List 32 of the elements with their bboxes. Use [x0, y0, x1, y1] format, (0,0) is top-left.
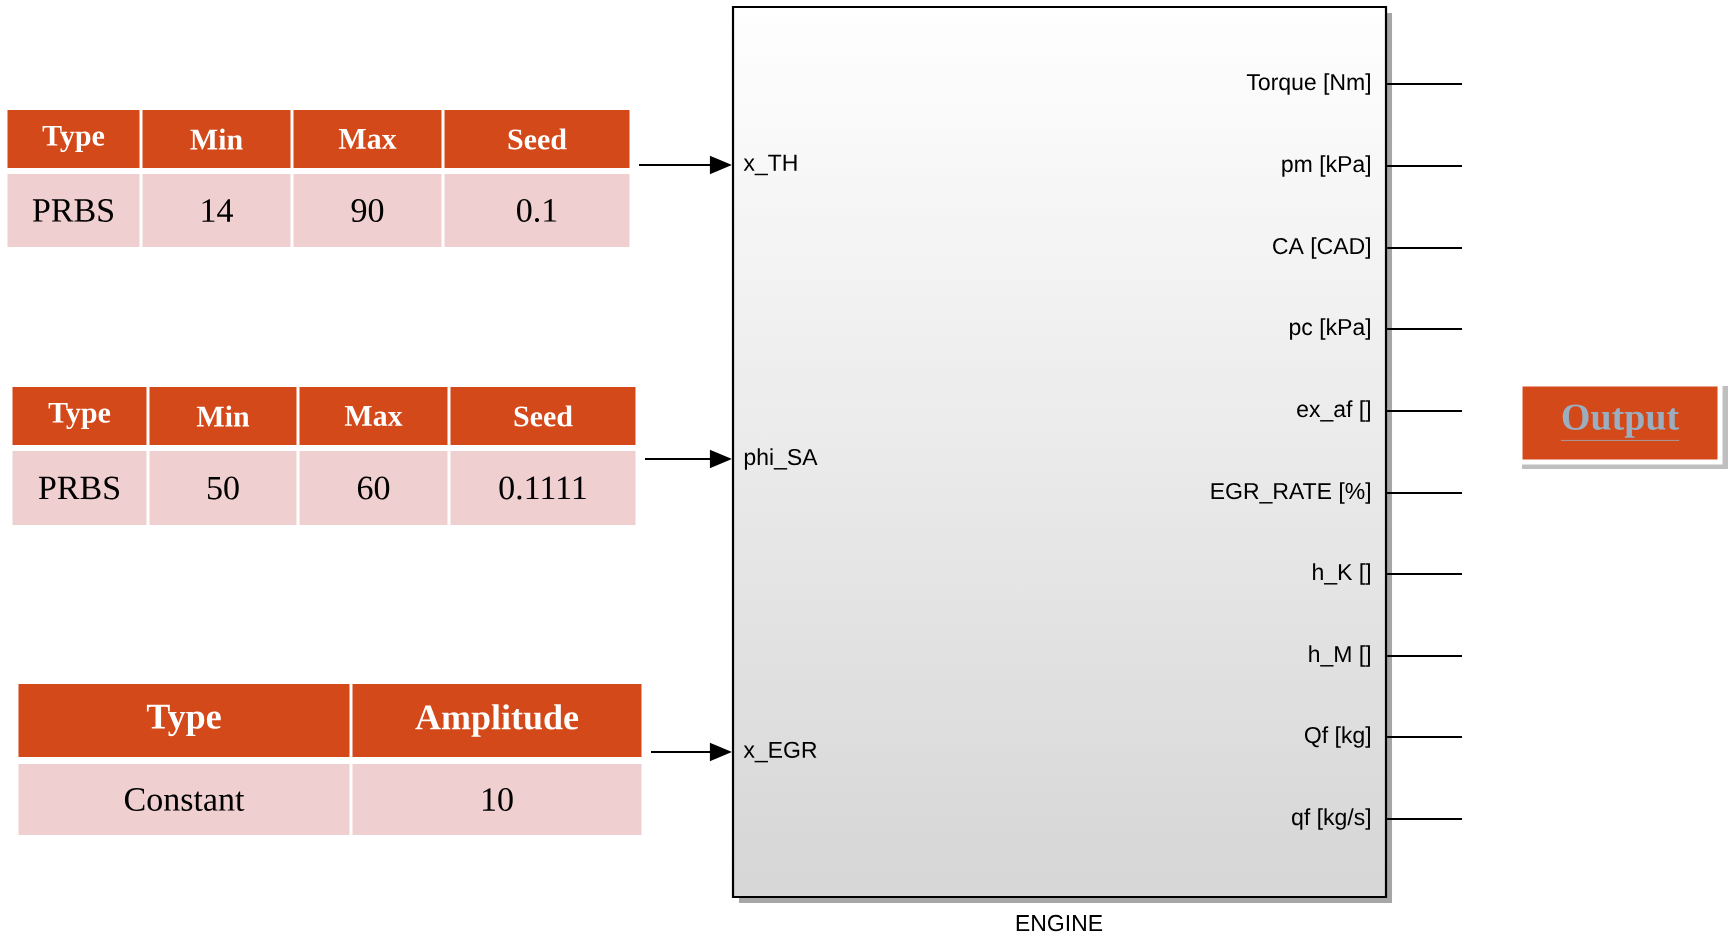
table-cell: 50 — [149, 451, 297, 525]
signal-line — [1386, 328, 1463, 330]
table-cell: 60 — [299, 451, 448, 525]
signal-line — [1386, 736, 1463, 738]
table-header-cell: Type — [12, 387, 147, 445]
table-header-cell: Seed — [450, 387, 636, 445]
table-header-cell: Max — [293, 110, 442, 168]
table-header-cell: Type — [18, 684, 350, 757]
table-header-cell: Min — [149, 387, 297, 445]
signal-line — [1386, 83, 1463, 85]
signal-line — [1386, 247, 1463, 249]
table-header-cell: Min — [142, 110, 291, 168]
table-header-cell: Seed — [444, 110, 630, 168]
table-cell: 90 — [293, 174, 442, 247]
output-button: Output — [1517, 381, 1728, 469]
table-cell: PRBS — [12, 451, 147, 525]
table-cell: 10 — [352, 764, 642, 835]
signal-line — [1386, 492, 1463, 494]
table-header-cell: Max — [299, 387, 448, 445]
table-cell: 0.1111 — [450, 451, 636, 525]
signal-line — [1386, 165, 1463, 167]
table-cell: 0.1 — [444, 174, 630, 247]
table-cell: PRBS — [7, 174, 140, 247]
signal-line — [1386, 573, 1463, 575]
signal-line — [1386, 410, 1463, 412]
signal-line — [1386, 655, 1463, 657]
signal-line — [1386, 818, 1463, 820]
table-cell: Constant — [18, 764, 350, 835]
table-cell: 14 — [142, 174, 291, 247]
block-title: ENGINE — [1016, 914, 1103, 932]
table-header-cell: Amplitude — [352, 684, 642, 757]
table-header-cell: Type — [7, 110, 140, 168]
